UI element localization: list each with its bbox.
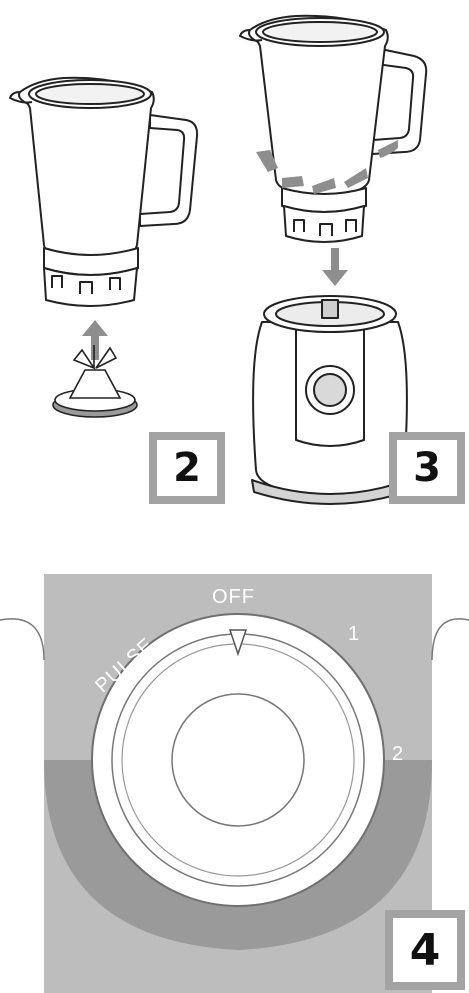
dial-label-2: 2 (392, 743, 403, 765)
step-number-3: 3 (389, 432, 465, 504)
jar-right (240, 16, 426, 242)
dial-label-1: 1 (348, 623, 359, 645)
step-number-2: 2 (149, 432, 225, 504)
arrow-up (82, 320, 108, 360)
motor-base (252, 296, 408, 504)
step-number-4-label: 4 (410, 925, 441, 976)
jar-left (10, 78, 197, 306)
dial-knob-center[interactable] (172, 694, 304, 826)
arrow-down (322, 248, 348, 286)
step-number-2-label: 2 (173, 445, 201, 491)
dial-label-off: OFF (212, 586, 255, 608)
step-number-4: 4 (385, 910, 465, 990)
step-number-3-label: 3 (413, 445, 441, 491)
